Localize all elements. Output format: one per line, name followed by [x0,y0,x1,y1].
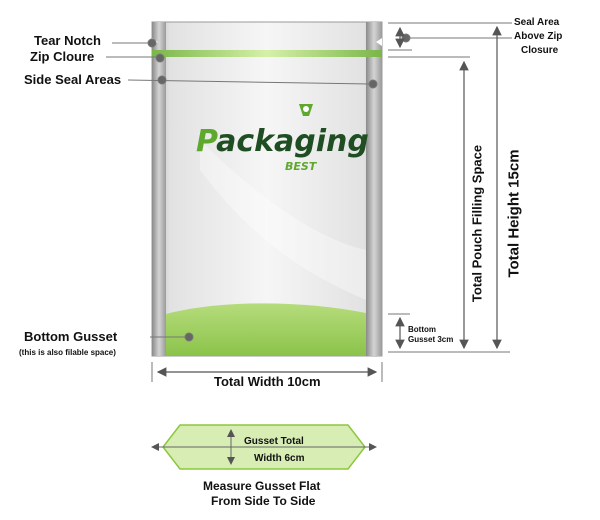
zip-closure-band [152,50,382,57]
measure-gusset-label-1: Measure Gusset Flat [203,479,321,493]
zip-closure-label: Zip Cloure [30,49,95,64]
seal-area-label-1: Seal Area [514,17,560,28]
left-side-seal [152,22,166,356]
dimension-arrows [156,25,502,377]
logo-sub: BEST [285,160,317,173]
bottom-gusset-dim-label-1: Bottom [408,325,436,334]
logo-icon [299,104,313,116]
right-side-seal [366,22,382,356]
logo-wordmark: Packaging [196,124,369,159]
measure-gusset-label-2: From Side To Side [211,494,316,508]
seal-area-label-2: Above Zip [514,31,563,42]
gusset-total-label-1: Gusset Total [244,436,304,447]
filling-space-label: Total Pouch Filling Space [469,144,485,303]
pouch-body [151,21,383,357]
total-width-label: Total Width 10cm [214,374,321,389]
gusset-total-label-2: Width 6cm [254,453,305,464]
pouch [151,21,383,357]
total-height-label: Total Height 15cm [505,149,523,278]
bottom-gusset-note: (this is also filable space) [19,348,116,357]
bottom-gusset-dim-label-2: Gusset 3cm [408,335,454,344]
bottom-gusset-label: Bottom Gusset [24,329,118,344]
tear-notch-right [376,38,382,46]
bottom-gusset-area [166,303,366,356]
seal-area-label-3: Closure [521,45,559,56]
gusset-flat [151,424,377,470]
logo-word-rest: ackaging [216,124,369,159]
side-seal-areas-label: Side Seal Areas [24,72,122,87]
tear-notch-label: Tear Notch [34,33,101,48]
